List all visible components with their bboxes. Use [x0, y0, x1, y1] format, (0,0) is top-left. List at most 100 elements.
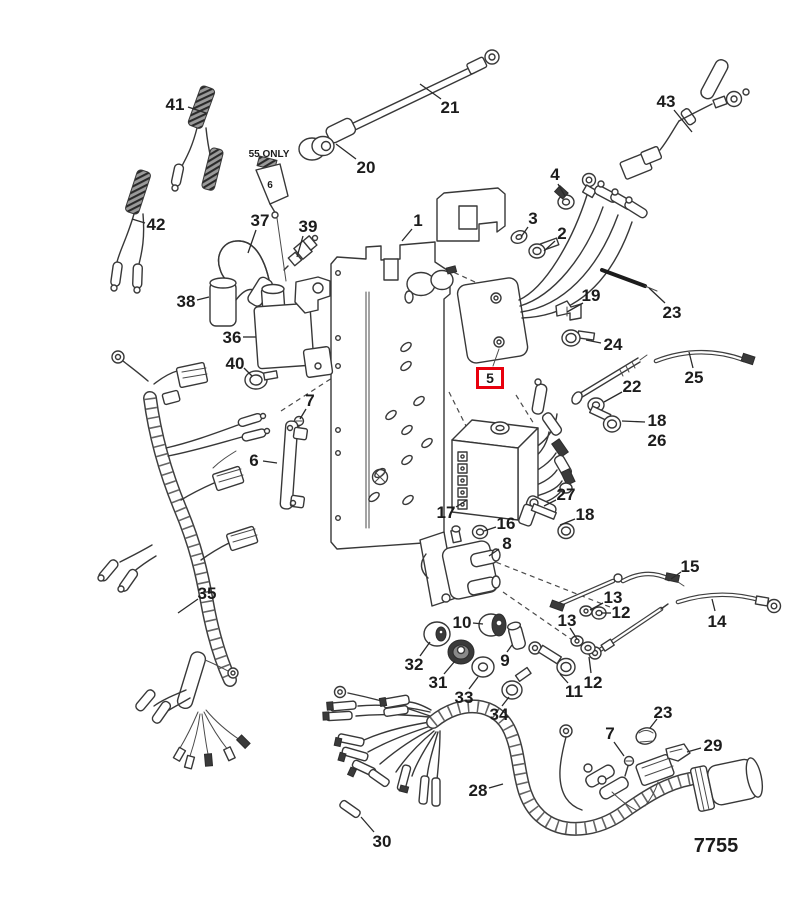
svg-text:13: 13: [604, 588, 623, 607]
svg-text:18: 18: [648, 411, 667, 430]
bolt-11: [537, 644, 576, 677]
callout-41: 41: [166, 95, 207, 114]
callout-20: 20: [335, 143, 376, 177]
svg-text:7: 7: [305, 391, 314, 410]
svg-text:18: 18: [576, 505, 595, 524]
ignition-coil: [209, 240, 334, 378]
svg-text:38: 38: [177, 292, 196, 311]
plate-top-bracket: [404, 187, 506, 304]
svg-text:34: 34: [490, 705, 509, 724]
grommet-31: [447, 639, 475, 665]
ground-wire-14: [675, 592, 782, 614]
callout-28: 28: [469, 781, 504, 800]
spark-plug: [283, 234, 319, 271]
svg-text:21: 21: [441, 98, 460, 117]
svg-text:23: 23: [654, 703, 673, 722]
svg-text:20: 20: [357, 158, 376, 177]
note-55-only: 55 ONLY: [249, 149, 290, 160]
bolt-18-mid: [530, 503, 575, 540]
rectifier-wire-bundle: [518, 172, 648, 319]
svg-text:26: 26: [648, 431, 667, 450]
washer-33: [471, 656, 495, 678]
rectifier: [456, 277, 529, 367]
svg-text:30: 30: [373, 832, 392, 851]
svg-text:33: 33: [455, 688, 474, 707]
y-lead-42: [110, 169, 151, 294]
callout-13-upper: 13: [589, 588, 623, 611]
callout-34: 34: [490, 696, 510, 724]
callout-38: 38: [177, 292, 210, 311]
nut-16: [471, 524, 489, 540]
callout-43: 43: [657, 92, 693, 133]
svg-text:24: 24: [604, 335, 623, 354]
callout-14: 14: [708, 598, 727, 631]
callout-21: 21: [419, 83, 460, 117]
ground-lead-short: [549, 573, 623, 612]
svg-text:36: 36: [223, 328, 242, 347]
clip-23-lower: [635, 727, 657, 745]
callout-18-upper: 18: [621, 411, 667, 430]
callout-16: 16: [483, 514, 515, 533]
washer-13-upper: [579, 605, 593, 617]
callout-5[interactable]: 5: [476, 367, 504, 389]
callout-30: 30: [360, 816, 392, 851]
nut-12-lower: [580, 641, 596, 655]
tube-part-number: 6: [267, 180, 273, 191]
callout-23-upper: 23: [648, 287, 682, 322]
callout-1: 1: [401, 211, 423, 242]
grommet-10: [478, 613, 507, 637]
highlight-box: [476, 367, 504, 389]
callout-24: 24: [585, 335, 623, 354]
svg-text:23: 23: [663, 303, 682, 322]
svg-text:3: 3: [528, 209, 537, 228]
bolt-18-upper: [588, 405, 622, 433]
callout-12-lower: 12: [584, 656, 603, 692]
callout-29: 29: [686, 736, 723, 755]
svg-text:5: 5: [486, 370, 494, 386]
callout-10: 10: [453, 613, 484, 632]
lead-43: [619, 59, 750, 180]
cable-tie-upper: [600, 268, 658, 292]
callout-42: 42: [131, 215, 166, 234]
callout-37: 37: [247, 211, 269, 254]
svg-text:8: 8: [502, 534, 511, 553]
mounting-plate: [330, 241, 451, 550]
callout-35: 35: [177, 584, 216, 614]
callout-32: 32: [405, 641, 431, 674]
svg-text:4: 4: [550, 165, 560, 184]
callout-27: 27: [543, 485, 575, 507]
callout-7-mid: 7: [299, 391, 315, 420]
hose-clamp: [553, 184, 575, 210]
starter-solenoid: [419, 525, 501, 607]
svg-text:29: 29: [704, 736, 723, 755]
figure-code: 7755: [694, 835, 739, 857]
svg-text:13: 13: [558, 611, 577, 630]
svg-text:12: 12: [584, 673, 603, 692]
spacer-9: [506, 621, 542, 655]
svg-text:42: 42: [147, 215, 166, 234]
callout-6-bracket: 6: [249, 451, 278, 470]
callout-13-lower: 13: [558, 611, 578, 640]
svg-text:12: 12: [612, 603, 631, 622]
callout-31: 31: [429, 660, 456, 692]
svg-text:10: 10: [453, 613, 472, 632]
harness-35: [97, 350, 271, 770]
stud-rod: [571, 354, 648, 405]
y-lead-41: [170, 85, 224, 192]
clip-29: [665, 743, 691, 762]
callout-9: 9: [500, 644, 513, 670]
callout-12-upper: 12: [601, 603, 630, 622]
callout-2: 2: [543, 224, 567, 252]
callout-19: 19: [566, 286, 600, 313]
svg-text:40: 40: [226, 354, 245, 373]
svg-text:25: 25: [685, 368, 704, 387]
svg-text:15: 15: [681, 557, 700, 576]
bolt-40: [244, 370, 279, 390]
washer-13-lower: [570, 635, 584, 647]
svg-text:6: 6: [249, 451, 258, 470]
callout-39: 39: [296, 217, 317, 258]
callout-17: 17: [437, 499, 468, 522]
svg-text:43: 43: [657, 92, 676, 111]
svg-text:22: 22: [623, 377, 642, 396]
